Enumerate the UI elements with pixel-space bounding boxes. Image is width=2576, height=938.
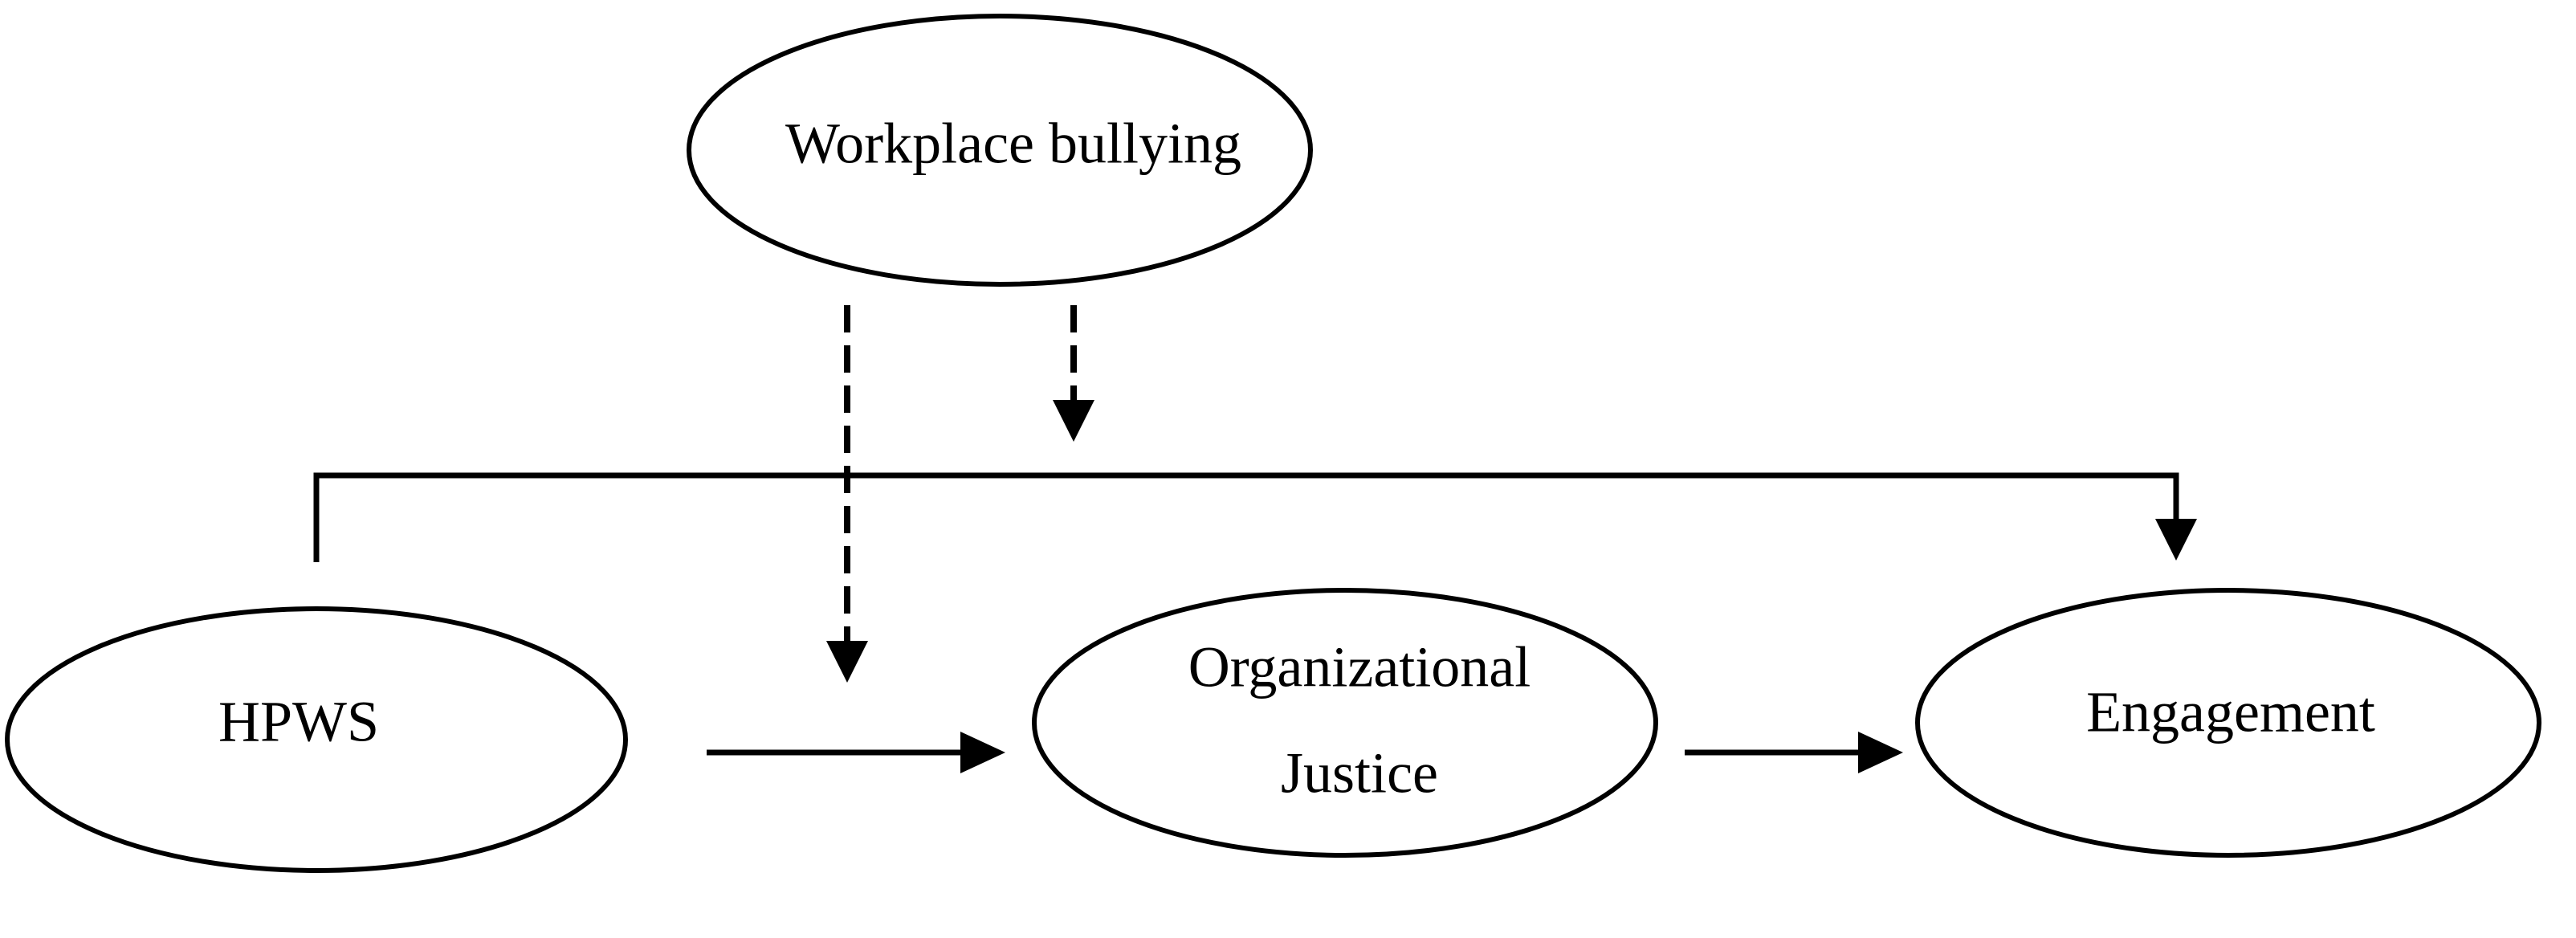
node-hpws-shape [5, 606, 628, 873]
edge-justice-to-engagement-arrowhead [1858, 732, 1903, 773]
node-engagement-label: Engagement [2086, 680, 2375, 744]
node-organizational-justice: Organizational Justice [1032, 588, 1658, 858]
node-workplace-bullying: Workplace bullying [687, 14, 1313, 287]
edge-bullying-moderates-hpws-engagement-arrowhead [1053, 400, 1094, 442]
node-workplace-bullying-shape [687, 14, 1313, 287]
edge-bullying-moderates-hpws-justice [826, 305, 868, 683]
edge-bullying-moderates-hpws-engagement [1053, 305, 1094, 442]
node-engagement-shape [1915, 588, 2541, 858]
node-engagement: Engagement [1915, 588, 2541, 858]
edge-bullying-moderates-hpws-justice-arrowhead [826, 641, 868, 683]
node-hpws: HPWS [5, 606, 628, 873]
edge-hpws-to-engagement [313, 472, 2197, 562]
node-organizational-justice-label-line1: Organizational [1188, 635, 1531, 699]
edge-hpws-to-justice [707, 732, 1005, 773]
node-workplace-bullying-label: Workplace bullying [785, 112, 1241, 176]
edge-justice-to-engagement [1685, 732, 1903, 773]
edge-hpws-to-justice-arrowhead [960, 732, 1005, 773]
node-hpws-label: HPWS [218, 690, 379, 754]
edge-hpws-to-engagement-arrowhead [2155, 519, 2197, 561]
edge-hpws-to-engagement-line [313, 472, 2179, 562]
node-organizational-justice-label-line2: Justice [1281, 741, 1438, 805]
node-organizational-justice-shape [1032, 588, 1658, 858]
